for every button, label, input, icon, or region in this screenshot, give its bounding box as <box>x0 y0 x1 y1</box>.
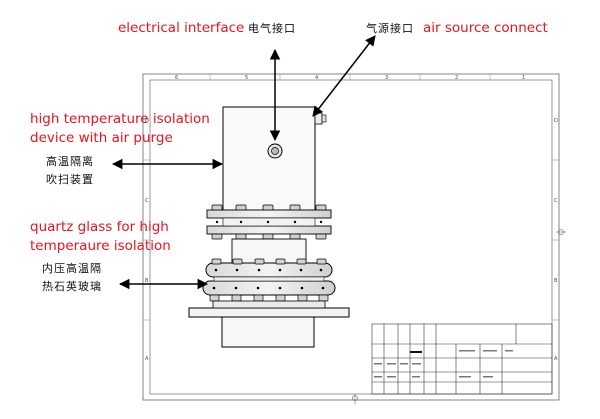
label-air-source-cn: 气源接口 <box>366 22 414 35</box>
label-electrical-interface-en: electrical interface <box>118 20 245 36</box>
lower-flange-top <box>205 262 333 278</box>
mounting-plate <box>188 307 350 318</box>
frame-zone-ticks <box>143 74 559 321</box>
title-block-text-placeholders <box>374 350 513 378</box>
label-air-source-en: air source connect <box>423 20 548 36</box>
label-quartz-glass-cn-2: 热石英玻璃 <box>42 280 102 293</box>
zone-top-4: 4 <box>315 75 318 81</box>
label-isolation-device-en-1: high temperature isolation <box>30 111 210 127</box>
title-block-mark <box>410 351 422 353</box>
zone-left-d: D <box>145 118 149 124</box>
lower-flange-bottom <box>202 280 336 296</box>
isolation-device-housing <box>222 106 316 211</box>
label-quartz-glass-en-2: temperaure isolation <box>30 238 171 254</box>
zone-top-6: 6 <box>175 75 178 81</box>
label-isolation-device-cn-2: 吹扫装置 <box>46 173 94 186</box>
zone-left-c: C <box>145 198 149 204</box>
title-block <box>371 323 553 395</box>
label-isolation-device-cn-1: 高温隔离 <box>46 155 94 168</box>
zone-top-1: 1 <box>522 75 525 81</box>
drawing-frame-inner <box>149 79 553 395</box>
zone-right-d: D <box>554 118 558 124</box>
label-isolation-device-en-2: device with air purge <box>30 130 173 146</box>
label-quartz-glass-cn-1: 内压高温隔 <box>42 262 102 275</box>
upper-flange-bottom <box>206 225 332 235</box>
zone-top-2: 2 <box>455 75 458 81</box>
air-fitting <box>314 112 323 125</box>
zone-right-b: B <box>554 278 558 284</box>
label-quartz-glass-en-1: quartz glass for high <box>30 219 169 235</box>
bottom-tube <box>221 316 315 348</box>
zone-right-c: C <box>554 198 558 204</box>
zone-left-a: A <box>145 356 149 362</box>
zone-top-5: 5 <box>245 75 248 81</box>
zone-right-a: A <box>554 356 558 362</box>
label-electrical-interface-cn: 电气接口 <box>248 22 296 35</box>
zone-left-b: B <box>145 278 149 284</box>
quartz-glass-section <box>231 238 307 264</box>
centering-marks <box>352 229 566 404</box>
zone-top-3: 3 <box>385 75 388 81</box>
air-source-arrow <box>312 35 376 117</box>
lower-flange-bolts <box>209 258 329 302</box>
upper-flange-top <box>206 209 332 219</box>
